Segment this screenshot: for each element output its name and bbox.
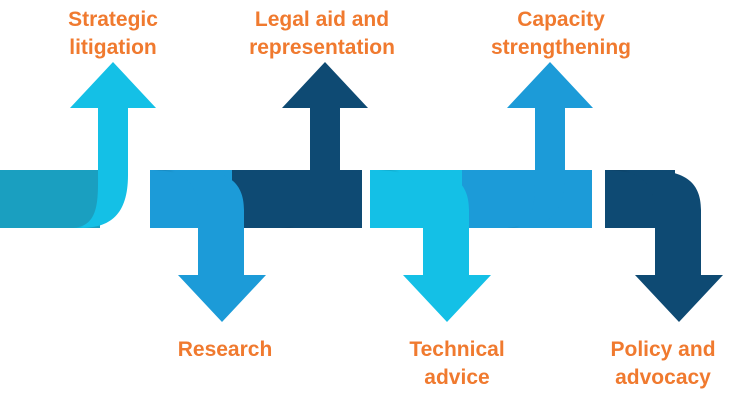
- band-segment-5: [462, 170, 592, 228]
- label-research: Research: [160, 336, 290, 364]
- label-line: Strategic: [68, 8, 158, 31]
- arrow-strategic-litigation: [70, 62, 156, 228]
- label-line: Capacity: [517, 8, 605, 31]
- label-line: litigation: [69, 36, 157, 59]
- band-segment-3: [232, 170, 362, 228]
- label-line: strengthening: [491, 36, 631, 59]
- label-line: Research: [177, 338, 273, 361]
- label-line: Legal aid and: [254, 8, 390, 31]
- label-capacity: Capacity strengthening: [476, 6, 646, 62]
- label-line: Policy and: [610, 338, 716, 361]
- arrow-research: [150, 170, 266, 322]
- arrow-capacity: [505, 62, 593, 228]
- label-legal-aid: Legal aid and representation: [232, 6, 412, 62]
- label-strategic-litigation: Strategic litigation: [48, 6, 178, 62]
- arrow-policy: [605, 170, 723, 322]
- arrow-legal-aid: [280, 62, 368, 228]
- label-line: advocacy: [615, 366, 711, 389]
- label-line: representation: [249, 36, 395, 59]
- label-technical-advice: Technical advice: [392, 336, 522, 392]
- label-line: Technical: [409, 338, 505, 361]
- band-segment-1: [0, 170, 100, 228]
- arrow-technical-advice: [375, 170, 491, 322]
- label-line: advice: [424, 366, 490, 389]
- label-policy: Policy and advocacy: [598, 336, 728, 392]
